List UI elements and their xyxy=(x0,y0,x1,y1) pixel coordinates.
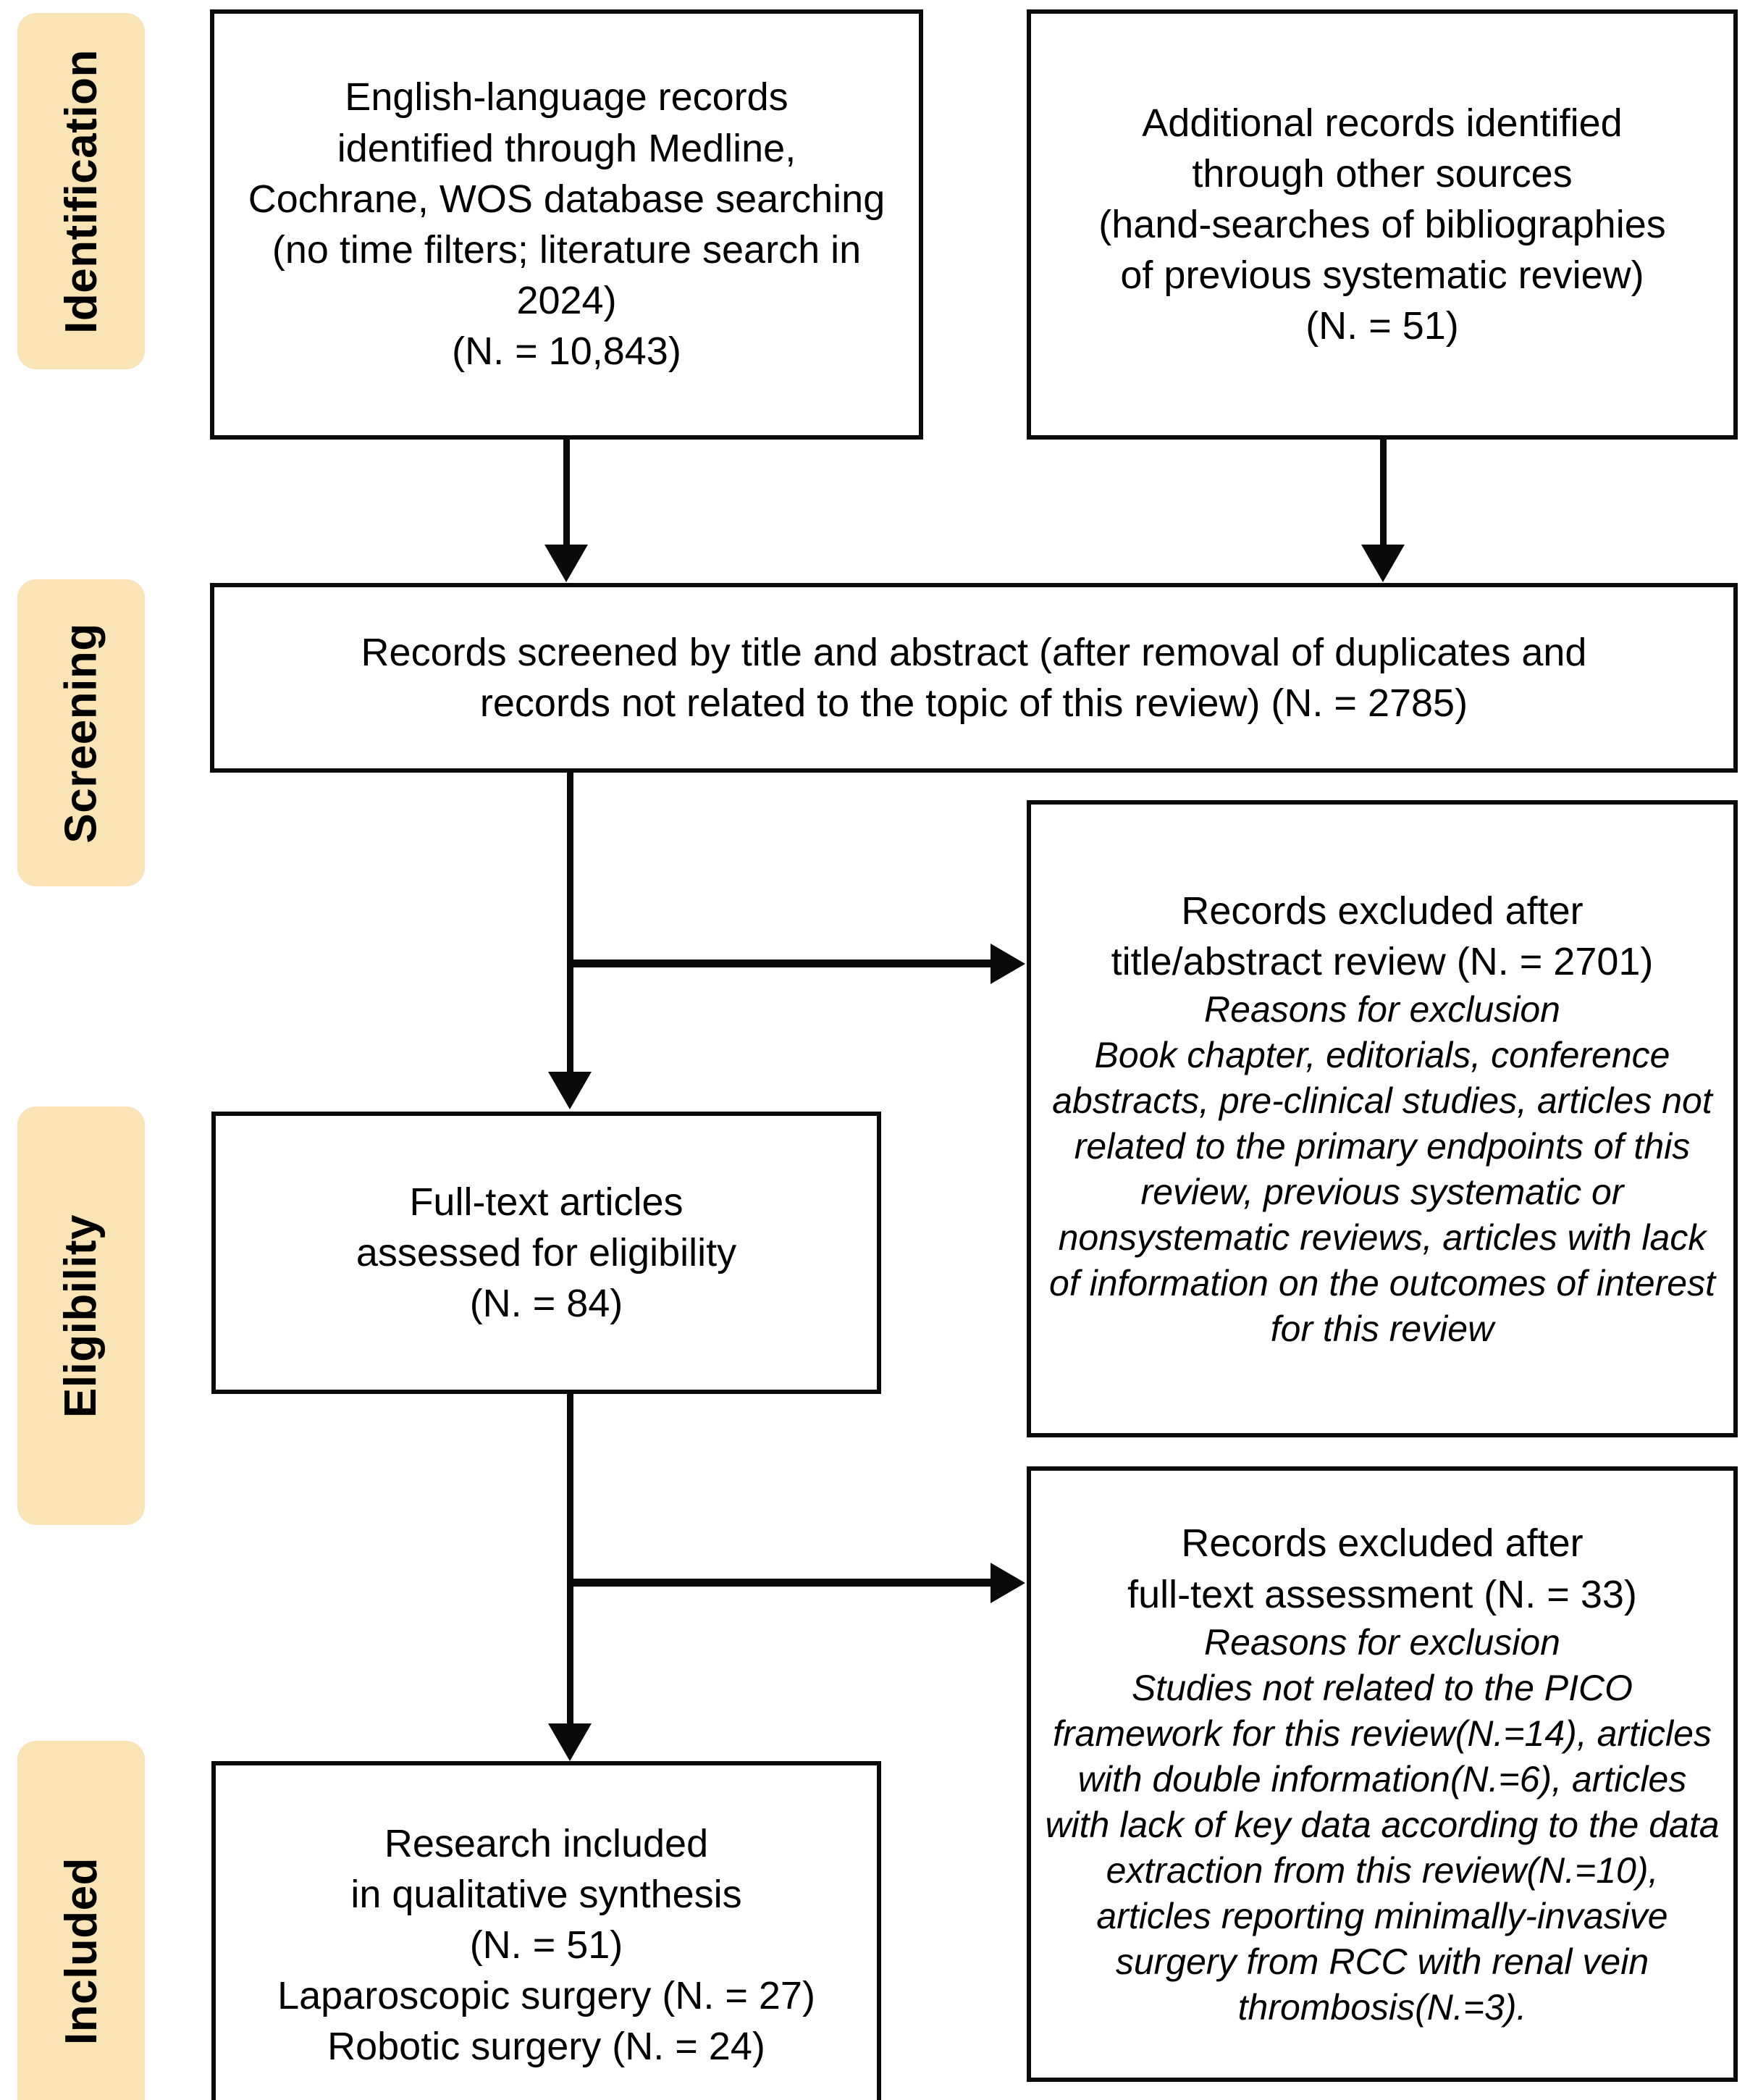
box-research-included-text: Research included in qualitative synthes… xyxy=(277,1821,815,2069)
box-fulltext-assessed: Full-text articles assessed for eligibil… xyxy=(211,1112,881,1394)
arrow-other-to-screened xyxy=(1361,545,1405,582)
arrow-fulltext-to-excluded-fulltext xyxy=(991,1563,1025,1603)
arrow-screened-to-fulltext xyxy=(548,1072,592,1109)
box-research-included: Research included in qualitative synthes… xyxy=(211,1761,881,2100)
box-records-identified-other: Additional records identified through ot… xyxy=(1027,9,1738,440)
excluded-title-abstract-reasons-body: Book chapter, editorials, conference abs… xyxy=(1049,1035,1715,1350)
arrow-databases-to-screened xyxy=(544,545,588,582)
excluded-fulltext-reasons-body: Studies not related to the PICO framewor… xyxy=(1045,1667,1720,2028)
stage-tab-identification: Identification xyxy=(17,13,145,369)
box-records-screened: Records screened by title and abstract (… xyxy=(210,583,1738,773)
box-records-identified-databases-text: English-language records identified thro… xyxy=(248,75,886,374)
excluded-title-abstract-heading: Records excluded after title/abstract re… xyxy=(1111,889,1654,983)
arrow-fulltext-to-included xyxy=(548,1723,592,1761)
box-records-excluded-fulltext: Records excluded after full-text assessm… xyxy=(1027,1466,1738,2082)
connector-screened-to-excluded-title-abstract xyxy=(567,959,993,967)
stage-tab-identification-label: Identification xyxy=(56,49,106,334)
box-records-excluded-fulltext-text: Records excluded after full-text assessm… xyxy=(1031,1518,1733,2030)
stage-tab-included-label: Included xyxy=(56,1857,106,2045)
connector-databases-to-screened xyxy=(563,440,570,554)
connector-fulltext-to-excluded-fulltext xyxy=(567,1579,993,1587)
box-records-excluded-title-abstract: Records excluded after title/abstract re… xyxy=(1027,800,1738,1437)
stage-tab-eligibility-label: Eligibility xyxy=(56,1214,106,1418)
excluded-fulltext-heading: Records excluded after full-text assessm… xyxy=(1127,1521,1637,1616)
excluded-fulltext-reasons-heading: Reasons for exclusion xyxy=(1204,1621,1560,1663)
connector-fulltext-to-included xyxy=(567,1394,573,1732)
stage-tab-screening: Screening xyxy=(17,579,145,886)
stage-tab-eligibility: Eligibility xyxy=(17,1106,145,1525)
box-records-identified-other-text: Additional records identified through ot… xyxy=(1098,101,1666,348)
arrow-screened-to-excluded-title-abstract xyxy=(991,944,1025,984)
stage-tab-screening-label: Screening xyxy=(56,622,106,844)
connector-screened-to-fulltext xyxy=(567,773,573,1080)
box-records-excluded-title-abstract-text: Records excluded after title/abstract re… xyxy=(1031,886,1733,1352)
box-fulltext-assessed-text: Full-text articles assessed for eligibil… xyxy=(356,1180,737,1326)
stage-tab-included: Included xyxy=(17,1741,145,2100)
excluded-title-abstract-reasons-heading: Reasons for exclusion xyxy=(1204,989,1560,1030)
box-records-identified-databases: English-language records identified thro… xyxy=(210,9,923,440)
box-records-screened-text: Records screened by title and abstract (… xyxy=(361,630,1587,725)
connector-other-to-screened xyxy=(1380,440,1387,554)
